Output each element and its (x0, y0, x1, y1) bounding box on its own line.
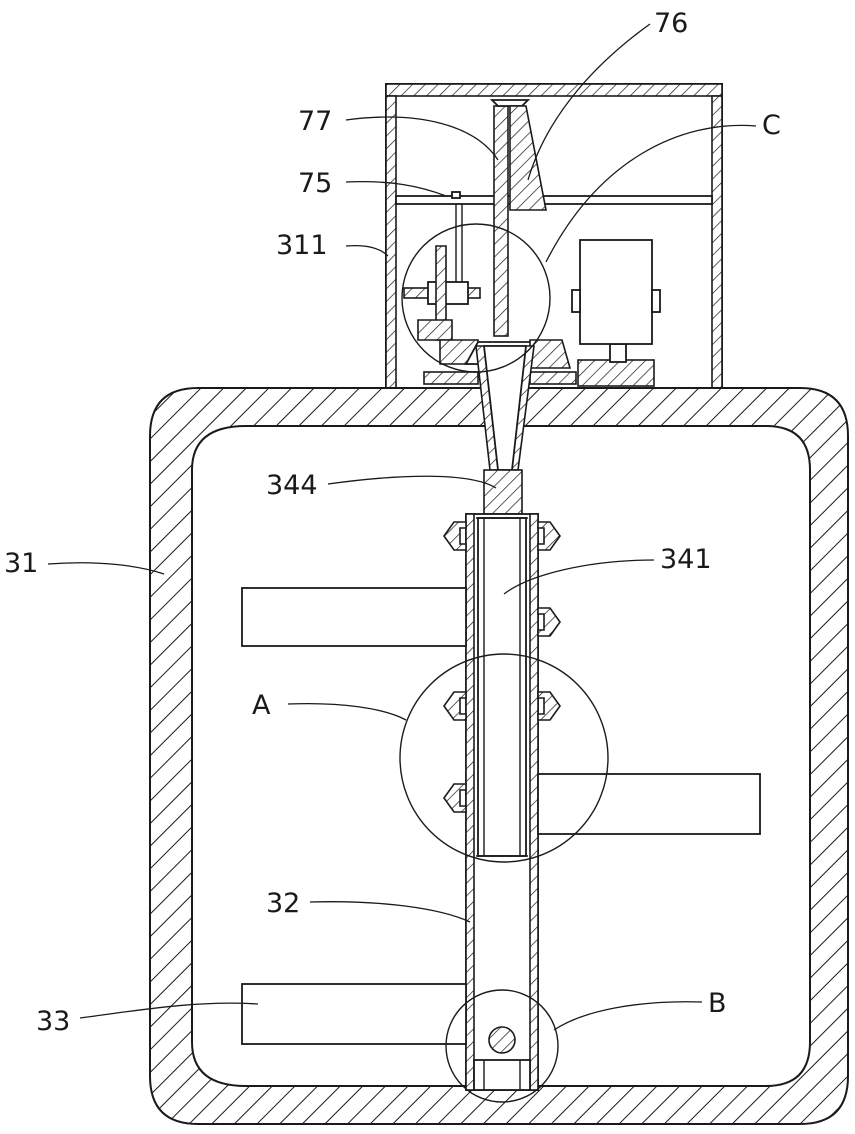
blade-upper-left (242, 588, 466, 646)
label-c: C (762, 110, 781, 141)
label-b: B (708, 988, 727, 1019)
label-32: 32 (266, 888, 300, 919)
label-76: 76 (654, 8, 688, 39)
tapered-coupling (476, 346, 534, 470)
leader-344 (328, 476, 496, 488)
label-77: 77 (298, 106, 332, 137)
label-a: A (252, 690, 271, 721)
leader-311 (346, 246, 388, 256)
cone-gear (510, 106, 546, 210)
leader-32 (310, 902, 470, 922)
leader-a (288, 704, 406, 720)
coupler-block (484, 470, 522, 514)
leader-31 (48, 563, 164, 574)
leader-76 (528, 24, 650, 180)
hollow-shaft (466, 514, 538, 1090)
label-341: 341 (660, 544, 712, 575)
inner-tube (478, 518, 526, 856)
cross-plate (396, 192, 712, 204)
drive-shaft (492, 100, 546, 336)
label-344: 344 (266, 470, 318, 501)
motor (572, 240, 660, 344)
blade-mid-right (538, 774, 760, 834)
label-311: 311 (276, 230, 328, 261)
label-75: 75 (298, 168, 332, 199)
label-31: 31 (4, 548, 38, 579)
blade-lower-left (242, 984, 466, 1044)
label-33: 33 (36, 1006, 70, 1037)
leader-b (554, 1002, 702, 1030)
gear-cluster (404, 204, 570, 368)
leader-77 (346, 117, 498, 160)
